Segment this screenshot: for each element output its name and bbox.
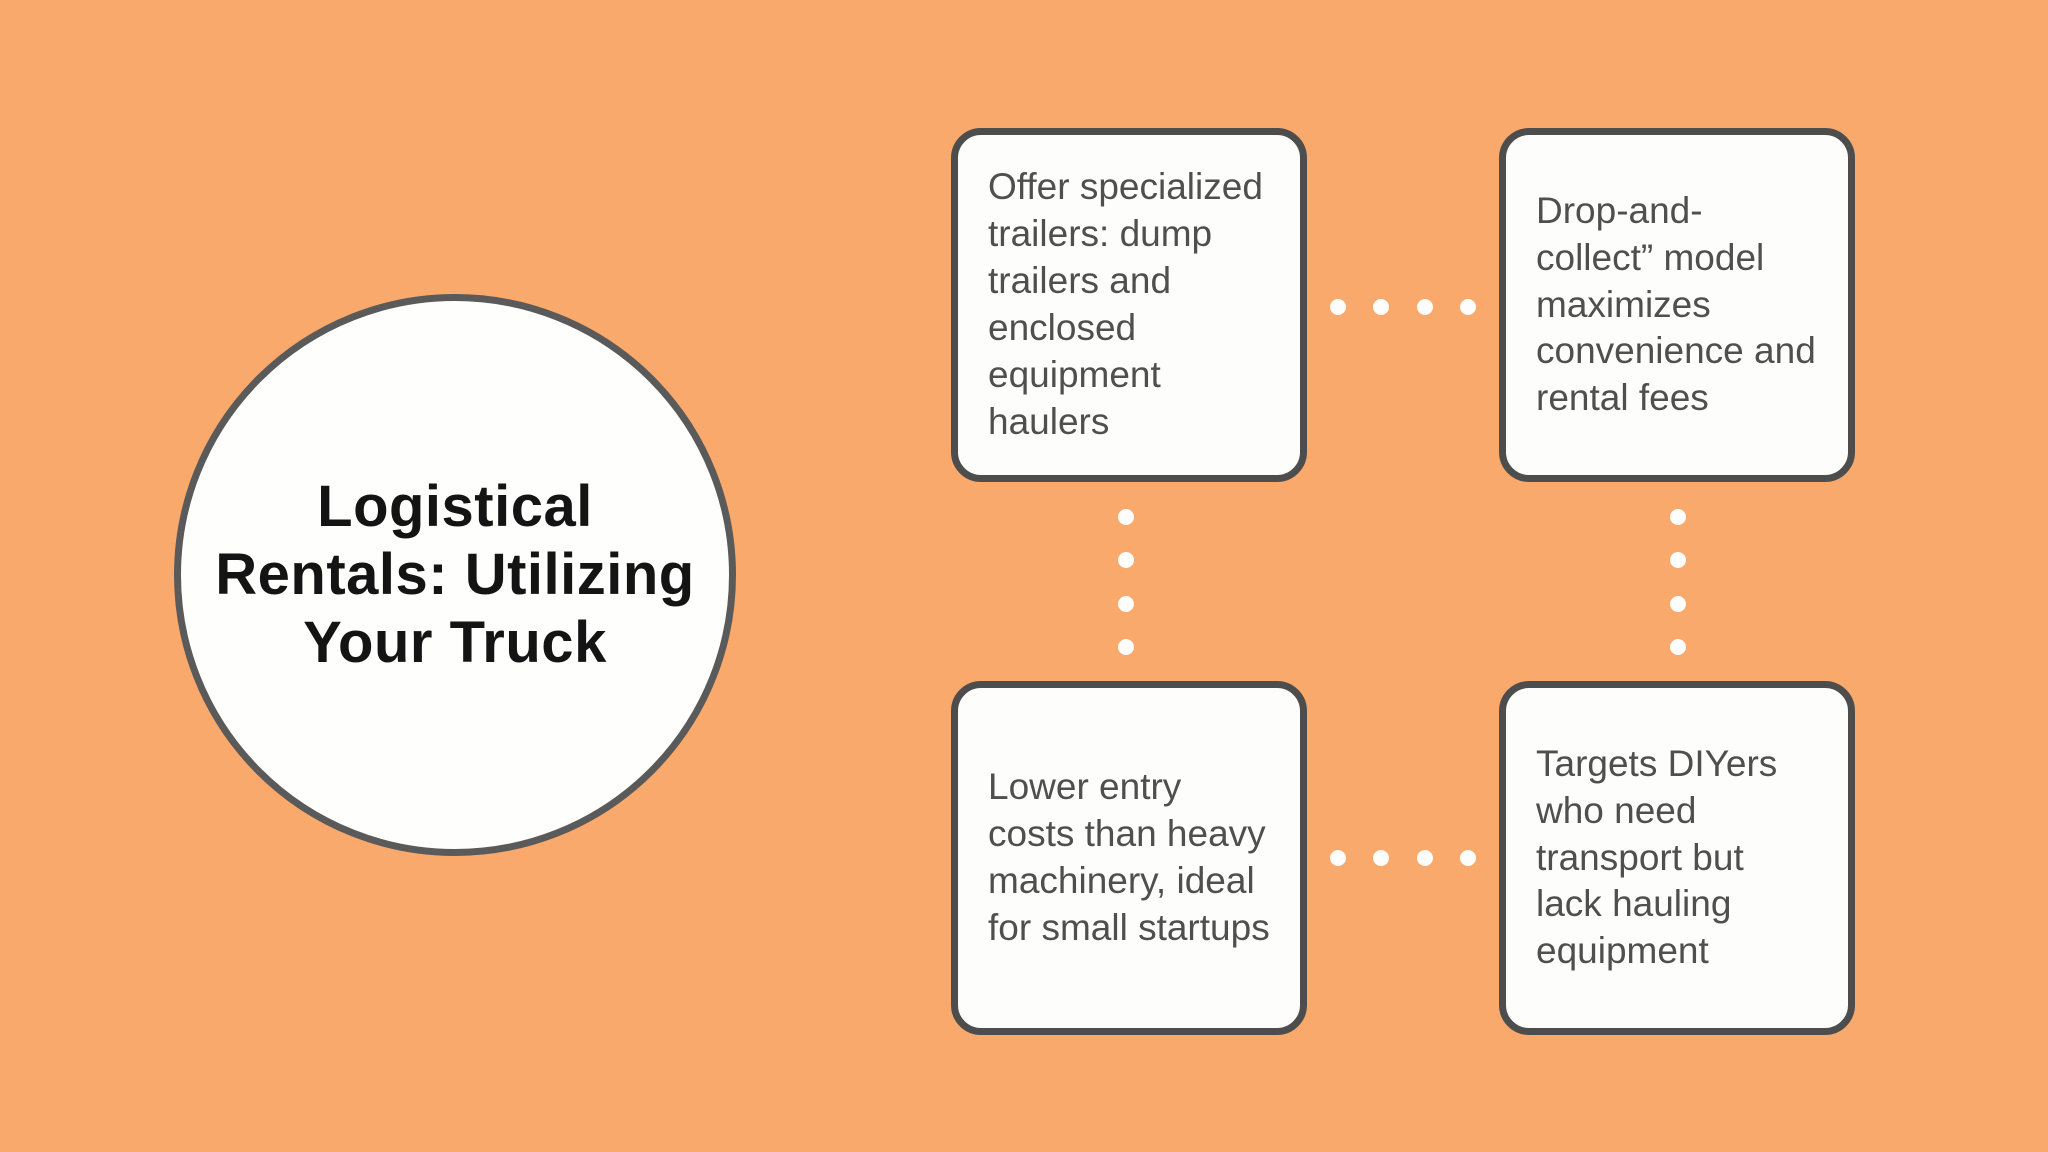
connector-dot xyxy=(1373,299,1390,315)
connector-dot xyxy=(1416,850,1433,866)
card-bottom-left-text: Lower entry costs than heavy machinery, … xyxy=(988,766,1270,948)
connector-dot xyxy=(1670,595,1686,612)
connector-dot xyxy=(1373,850,1390,866)
connector-dot xyxy=(1118,595,1134,612)
connector-dot xyxy=(1416,299,1433,315)
card-bottom-left: Lower entry costs than heavy machinery, … xyxy=(951,681,1307,1035)
card-bottom-right: Targets DIYers who need transport but la… xyxy=(1499,681,1855,1035)
connector-right-vertical xyxy=(1670,509,1686,655)
connector-dot xyxy=(1459,850,1476,866)
diagram-title: Logistical Rentals: Utilizing Your Truck xyxy=(215,474,695,675)
connector-bottom-horizontal xyxy=(1330,850,1476,866)
connector-dot xyxy=(1330,850,1346,866)
card-top-left-text: Offer specialized trailers: dump trailer… xyxy=(988,166,1263,442)
connector-dot xyxy=(1459,299,1476,315)
card-top-left: Offer specialized trailers: dump trailer… xyxy=(951,128,1307,482)
connector-dot xyxy=(1118,552,1134,569)
connector-dot xyxy=(1670,509,1686,525)
card-top-right: Drop-and-collect” model maximizes conven… xyxy=(1499,128,1855,482)
connector-dot xyxy=(1118,638,1134,655)
connector-dot xyxy=(1330,299,1346,315)
connector-dot xyxy=(1118,509,1134,525)
card-bottom-right-text: Targets DIYers who need transport but la… xyxy=(1536,742,1778,972)
connector-dot xyxy=(1670,638,1686,655)
connector-top-horizontal xyxy=(1330,299,1476,315)
card-top-right-text: Drop-and-collect” model maximizes conven… xyxy=(1536,189,1816,419)
connector-dot xyxy=(1670,552,1686,569)
center-node-circle: Logistical Rentals: Utilizing Your Truck xyxy=(174,294,736,856)
connector-left-vertical xyxy=(1118,509,1134,655)
